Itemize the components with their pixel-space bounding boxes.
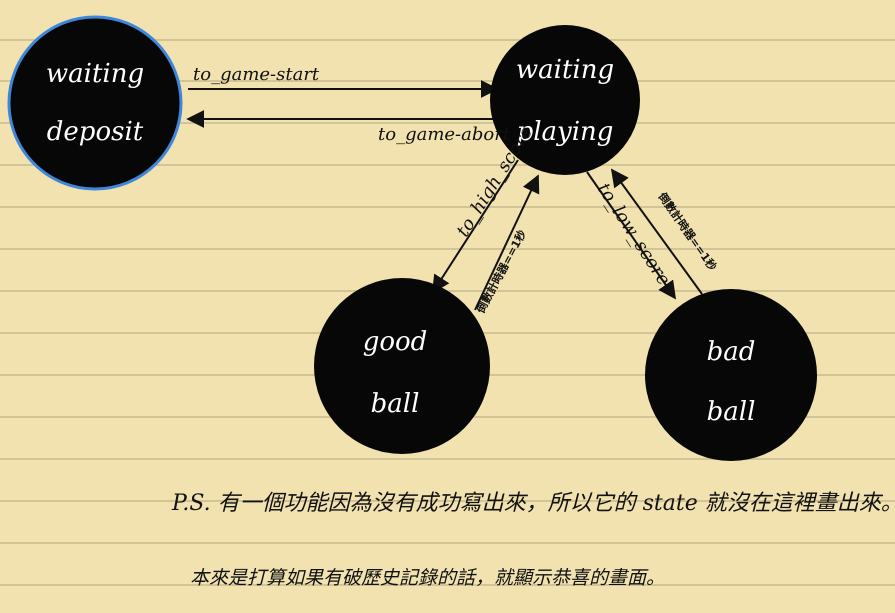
edge-to-low-score (586, 171, 677, 300)
footnote-line-1: P.S. 有一個功能因為沒有成功寫出來，所以它的 state 就沒在這裡畫出來。 (171, 491, 895, 516)
edge-label-timer-back-bad: 倒數計時器==1秒 (655, 189, 720, 273)
state-circle-waiting-playing (490, 25, 640, 175)
node-good-ball: good ball (314, 278, 490, 454)
edge-timer-back-bad (610, 168, 703, 295)
footnote-line-2: 本來是打算如果有破歷史記錄的話，就顯示恭喜的畫面。 (190, 567, 665, 589)
state-circle-bad-ball (645, 289, 817, 461)
node-waiting-playing: waiting playing (490, 25, 640, 175)
edge-label-to-game-abort: to_game-abort (378, 124, 511, 145)
state-label-line2: ball (707, 397, 756, 427)
node-bad-ball: bad ball (645, 289, 817, 461)
state-label-line2: ball (371, 389, 420, 419)
state-label-line2: playing (517, 117, 614, 147)
state-label-line2: deposit (47, 117, 144, 147)
notebook-rule-lines (0, 39, 895, 586)
state-label-line1: waiting (46, 59, 144, 89)
edge-label-timer-back-good: 倒數計時器==1秒 (473, 228, 529, 317)
edge-timer-back-good (474, 174, 540, 311)
node-waiting-deposit: waiting deposit (7, 15, 183, 191)
state-label-line1: good (363, 327, 428, 357)
edge-to-high-score (432, 159, 519, 294)
edges (186, 80, 703, 311)
state-circle-good-ball (314, 278, 490, 454)
state-label-line1: waiting (516, 55, 614, 85)
edge-label-to-game-start: to_game-start (193, 64, 320, 85)
state-label-line1: bad (707, 337, 756, 367)
state-circle-waiting-deposit (7, 15, 183, 191)
